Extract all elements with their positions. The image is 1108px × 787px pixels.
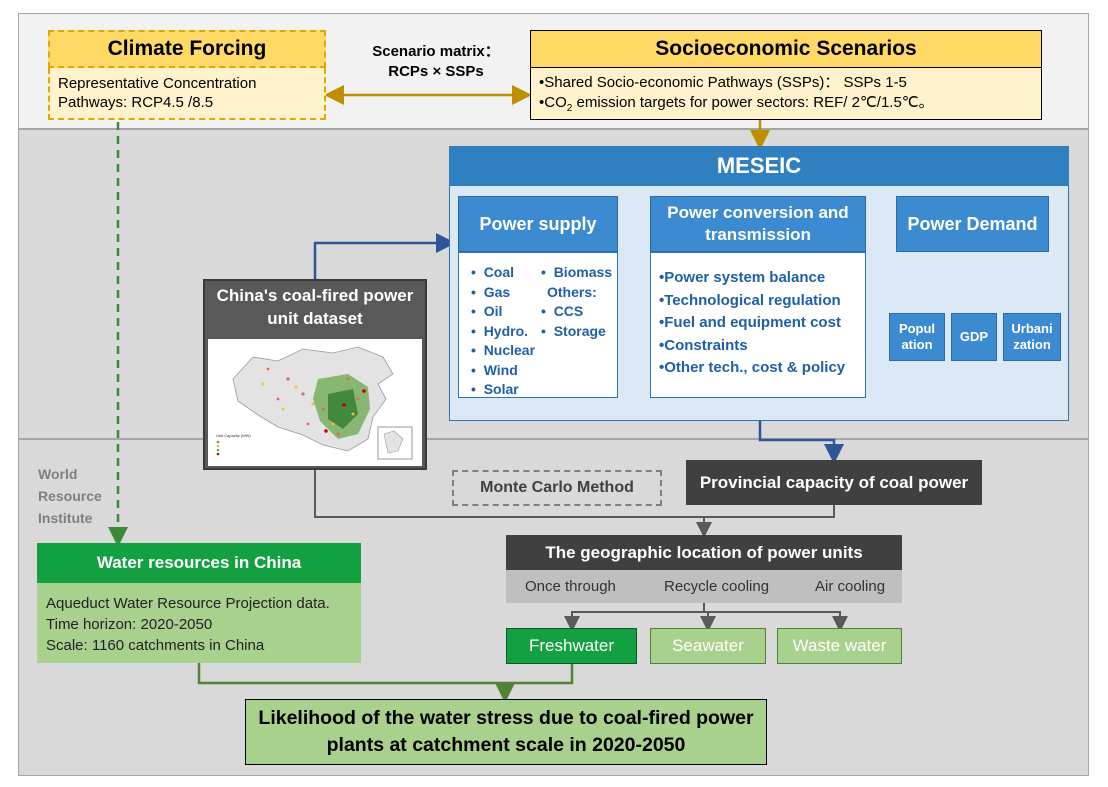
wri-label: World Resource Institute — [38, 463, 118, 529]
freshwater-box: Freshwater — [506, 628, 637, 664]
scenario-matrix-line2: RCPs × SSPs — [388, 63, 484, 80]
power-conversion-list: •Power system balance •Technological reg… — [650, 252, 866, 398]
power-supply-list: • Coal • Gas • Oil • Hydro. • Nuclear • … — [458, 252, 618, 398]
final-outcome-box: Likelihood of the water stress due to co… — [245, 699, 767, 765]
china-map-image: Unit Capacity (MW) — [208, 339, 422, 466]
final-outcome-line2: plants at catchment scale in 2020-2050 — [326, 734, 686, 756]
scenario-matrix-label: Scenario matrix： RCPs × SSPs — [352, 42, 520, 82]
seawater-box: Seawater — [650, 628, 766, 664]
socioeconomic-title: Socioeconomic Scenarios — [530, 30, 1042, 68]
cooling-air: Air cooling — [815, 578, 886, 595]
final-outcome-line1: Likelihood of the water stress due to co… — [258, 707, 754, 729]
climate-forcing-line1: Representative Concentration — [58, 75, 257, 92]
power-demand-title: Power Demand — [896, 196, 1049, 252]
coal-dataset-title-line1: China's coal-fired power — [216, 286, 414, 305]
others-label: Others: — [547, 283, 597, 300]
coal-dataset-title-line2: unit dataset — [267, 309, 363, 328]
list-item: • Wind — [471, 361, 518, 378]
list-item: • Biomass — [541, 264, 613, 280]
list-item: • Solar — [471, 381, 519, 397]
power-supply-col2: • Biomass Others: • CCS • Storage — [541, 263, 612, 341]
china-map-graphic: Unit Capacity (MW) — [208, 339, 422, 466]
climate-forcing-line2: Pathways: RCP4.5 /8.5 — [58, 94, 214, 111]
list-item: • Gas — [471, 283, 511, 300]
list-item: • Storage — [541, 322, 606, 339]
list-item: • CCS — [541, 303, 584, 319]
power-conversion-title: Power conversion and transmission — [650, 196, 866, 252]
water-resources-line: Aqueduct Water Resource Projection data. — [46, 595, 330, 612]
socioeconomic-line1: •Shared Socio-economic Pathways (SSPs)： … — [539, 74, 907, 91]
list-item: • Hydro. — [471, 322, 529, 339]
list-item: •Constraints — [659, 336, 748, 354]
climate-forcing-body: Representative Concentration Pathways: R… — [48, 68, 326, 120]
gdp-driver: GDP — [951, 313, 997, 361]
water-resources-body: Aqueduct Water Resource Projection data.… — [37, 583, 361, 663]
coal-dataset-title: China's coal-fired power unit dataset — [203, 284, 427, 330]
list-item: •Technological regulation — [659, 291, 841, 309]
cooling-recycle: Recycle cooling — [664, 578, 770, 595]
cooling-once-through: Once through — [525, 578, 616, 595]
list-item: •Fuel and equipment cost — [659, 314, 841, 331]
socioeconomic-line2-sub: 2 — [566, 103, 573, 114]
socioeconomic-line2: •CO2 emission targets for power sectors:… — [539, 93, 1033, 119]
water-resources-line: Scale: 1160 catchments in China — [46, 637, 265, 654]
map-legend-title: Unit Capacity (MW) — [216, 433, 251, 438]
meseic-title: MESEIC — [449, 146, 1069, 186]
power-conversion-title-line2: transmission — [705, 225, 811, 244]
provincial-capacity-box: Provincial capacity of coal power — [686, 460, 982, 505]
water-resources-line: Time horizon: 2020-2050 — [46, 616, 213, 633]
cooling-types: Once through Recycle cooling Air cooling — [506, 570, 902, 603]
list-item: •Other tech., cost & policy — [659, 359, 846, 376]
wri-line2: Resource — [38, 488, 102, 504]
socioeconomic-line2-b: emission targets for power sectors: REF/… — [572, 94, 934, 111]
geographic-location-title: The geographic location of power units — [506, 535, 902, 570]
list-item: •Power system balance — [659, 269, 826, 286]
monte-carlo-label: Monte Carlo Method — [452, 470, 662, 506]
power-supply-col1: • Coal • Gas • Oil • Hydro. • Nuclear • … — [471, 263, 535, 400]
climate-forcing-title: Climate Forcing — [48, 30, 326, 68]
list-item: • Oil — [471, 303, 503, 319]
power-conversion-title-line1: Power conversion and — [667, 203, 849, 222]
power-supply-title: Power supply — [458, 196, 618, 252]
list-item: • Nuclear — [471, 342, 536, 358]
wri-line1: World — [38, 466, 78, 482]
socioeconomic-line2-a: •CO — [539, 94, 567, 111]
list-item: • Coal — [471, 264, 515, 280]
socioeconomic-body: •Shared Socio-economic Pathways (SSPs)： … — [530, 68, 1042, 120]
wastewater-box: Waste water — [777, 628, 902, 664]
scenario-matrix-line1: Scenario matrix： — [372, 43, 500, 60]
water-resources-title: Water resources in China — [37, 543, 361, 583]
wri-line3: Institute — [38, 510, 93, 526]
